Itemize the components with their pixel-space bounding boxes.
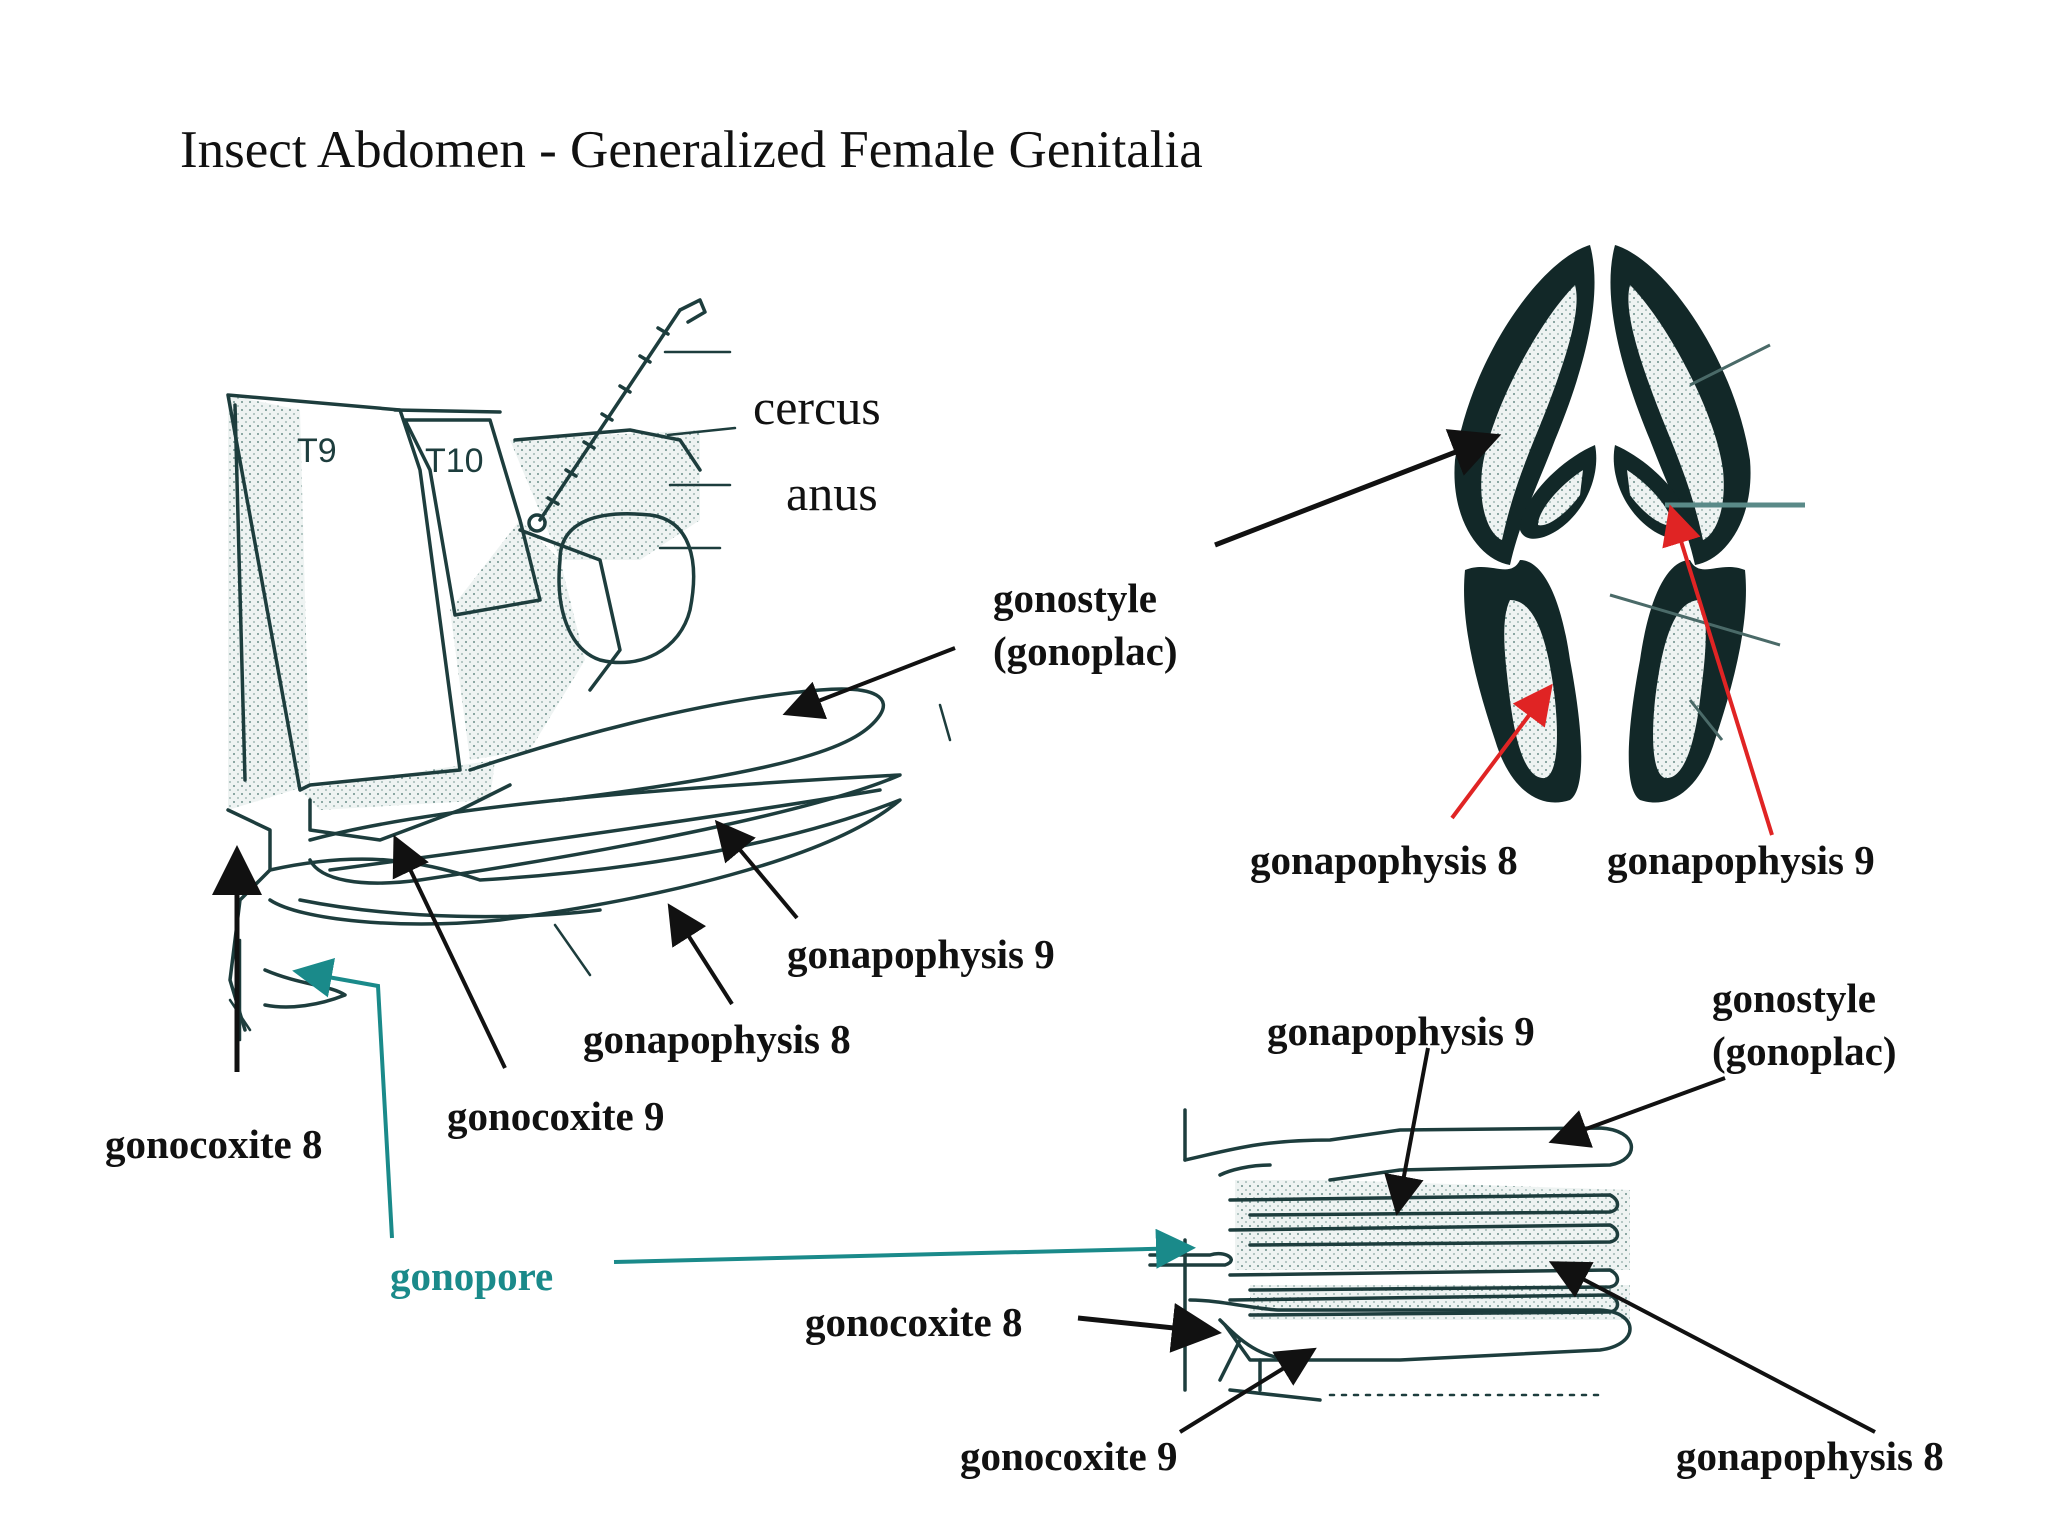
t10-label: T10 (425, 442, 484, 480)
arrow-gonapophysis-9-cross-section (1662, 504, 1774, 836)
arrow-gonostyle-cross-section (1214, 429, 1502, 548)
gonocoxite-9-label-lateral: gonocoxite 9 (447, 1093, 665, 1139)
arrow-gonostyle-lateral (782, 646, 956, 720)
gonostyle-label-lateral: gonostyle (gonoplac) (993, 575, 1178, 675)
gonapophysis-8-label-ventral: gonapophysis 8 (1676, 1433, 1944, 1479)
arrow-gonapophysis-8-lateral (667, 903, 734, 1006)
arrow-gonocoxite-9-ventral (1178, 1347, 1317, 1434)
gonocoxite-8-label-ventral: gonocoxite 8 (805, 1299, 1023, 1345)
arrow-gonopore-ventral (613, 1228, 1196, 1269)
arrow-gonocoxite-8-ventral (1077, 1302, 1222, 1353)
gonapophysis-9-label-ventral: gonapophysis 9 (1267, 1008, 1535, 1054)
gonocoxite-9-label-ventral: gonocoxite 9 (960, 1433, 1178, 1479)
cross-section-drawing (1454, 245, 1805, 803)
arrow-gonostyle-ventral (1548, 1076, 1726, 1148)
gonapophysis-8-label-cross-section: gonapophysis 8 (1250, 837, 1518, 883)
lateral-view-drawing (226, 298, 952, 1042)
gonapophysis-9-label-lateral: gonapophysis 9 (787, 931, 1055, 977)
gonapophysis-8-label-lateral: gonapophysis 8 (583, 1016, 851, 1062)
ventral-view-drawing (1148, 1108, 1634, 1402)
arrow-gonapophysis-9-lateral (714, 819, 799, 920)
gonocoxite-8-label-lateral: gonocoxite 8 (105, 1121, 323, 1167)
arrows (212, 429, 1876, 1434)
arrow-gonapophysis-8-ventral (1548, 1261, 1876, 1434)
arrow-gonocoxite-9-lateral (392, 834, 507, 1069)
arrow-gonapophysis-9-ventral (1384, 1047, 1430, 1216)
gonapophysis-9-label-cross-section: gonapophysis 9 (1607, 837, 1875, 883)
arrow-gonapophysis-8-cross-section (1450, 683, 1553, 820)
cercus-label: cercus (753, 379, 881, 435)
t9-label: T9 (297, 432, 337, 470)
page-title: Insect Abdomen - Generalized Female Geni… (180, 121, 1203, 179)
arrow-gonopore-lateral (292, 957, 394, 1239)
gonopore-label: gonopore (390, 1253, 554, 1299)
anus-label: anus (786, 465, 878, 521)
gonostyle-label-ventral: gonostyle (gonoplac) (1712, 975, 1897, 1075)
